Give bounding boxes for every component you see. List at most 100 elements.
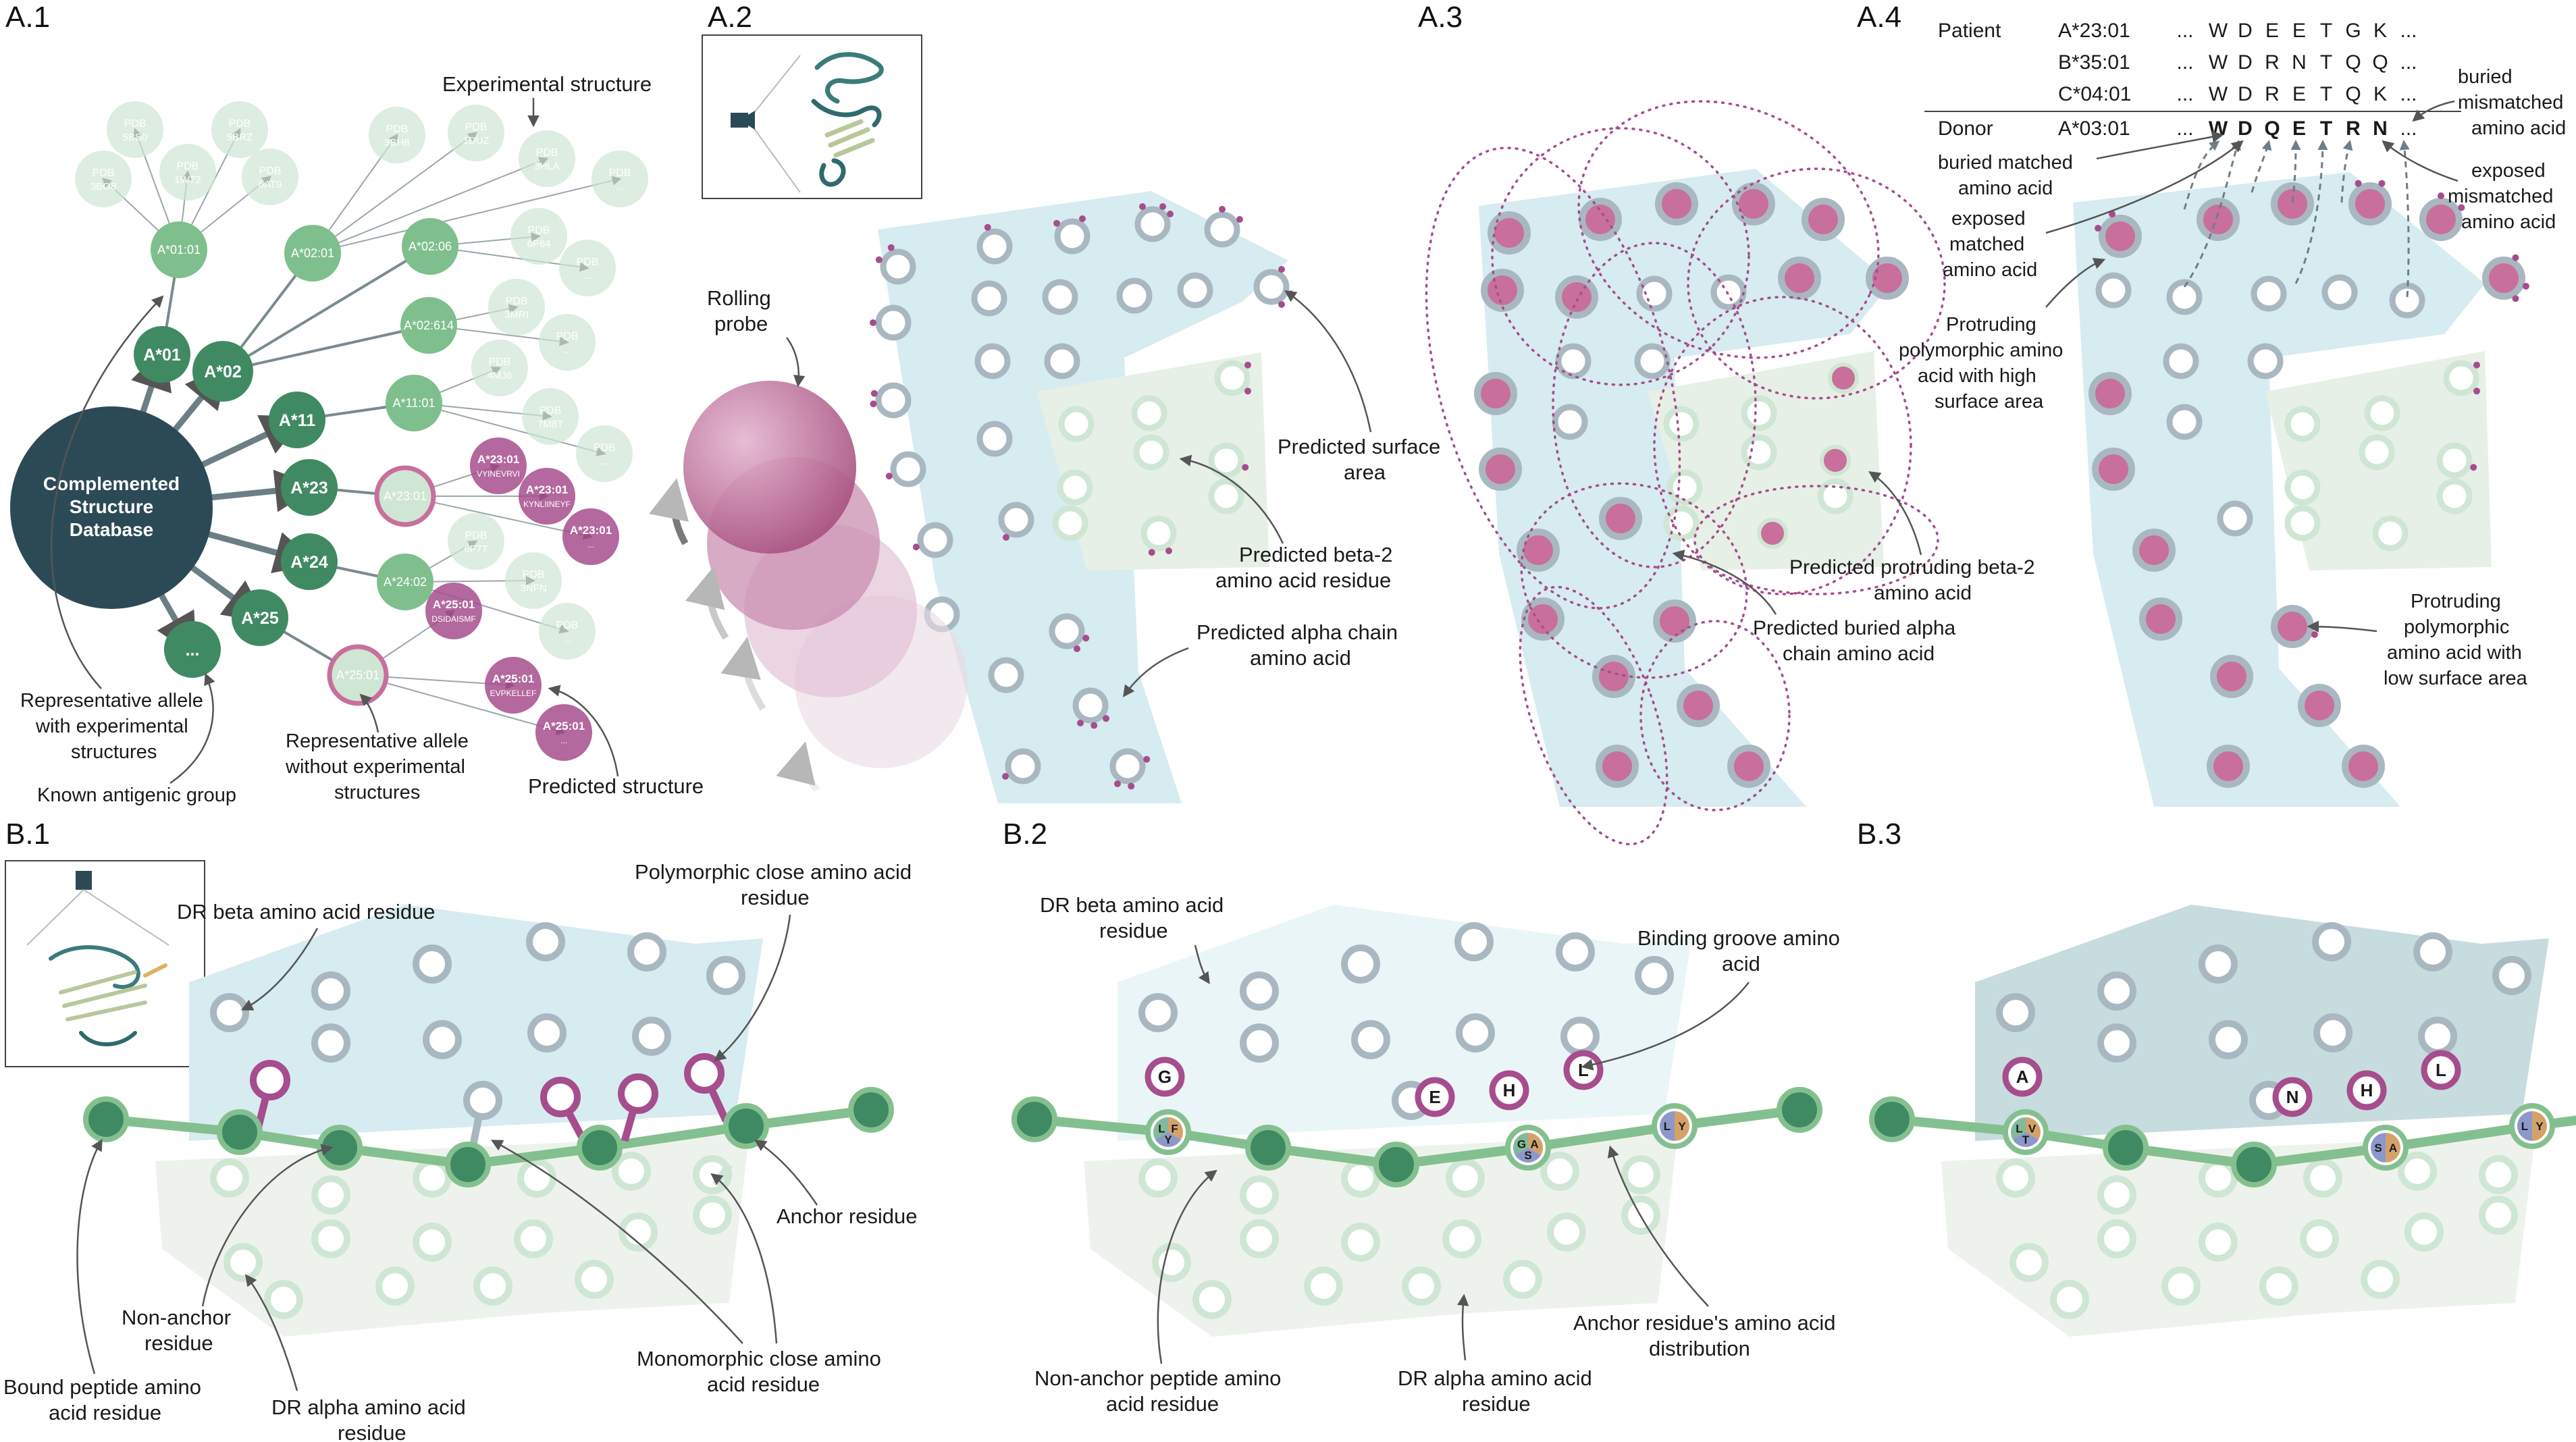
beta2-residue (1140, 515, 1177, 556)
allele-label: A*11:01 (393, 396, 436, 410)
surface-point (887, 244, 895, 251)
anchor-distribution-slice (2517, 1111, 2532, 1141)
protruding-beta2 (1757, 518, 1788, 549)
peptide-binding-panel (5, 860, 205, 1067)
a3-alpha-residue (1552, 404, 1588, 440)
pdb-node-pdb_a0101-2: PDB 3BO8 (75, 151, 132, 207)
groove-aa-letter: L (2436, 1060, 2446, 1080)
b2-non-anchor-pep-2: acid residue (1106, 1392, 1219, 1416)
dr-alpha-residue (2398, 1152, 2437, 1191)
peptide-circle (848, 1087, 894, 1133)
group-label: A*11 (279, 411, 315, 430)
protruding-residue (1727, 745, 1770, 788)
protruding-low-3: amino acid with (2387, 642, 2522, 664)
buried-residue (1634, 343, 1671, 379)
protruding-residue (1778, 257, 1821, 300)
node-label-top: PDB (540, 405, 562, 417)
node-label-bottom: 3BO8 (90, 181, 116, 192)
group-node-2: A*11 (269, 392, 325, 448)
node-label-top: PDB (506, 296, 528, 307)
a3-alpha-residue (1479, 448, 1522, 491)
a3-alpha-residue (1517, 529, 1560, 572)
patient-aa: Q (2345, 83, 2361, 105)
beta2-residue-ring (1208, 442, 1244, 479)
a3-alpha-residue (1727, 745, 1770, 788)
alpha-residue-ring (1134, 206, 1171, 242)
dr-beta-residue (1556, 932, 1595, 971)
alpha-label-1: Predicted alpha chain (1197, 620, 1398, 644)
anchor-aa-letter: G (1517, 1138, 1526, 1151)
a4-alpha-residue (2342, 745, 2385, 788)
dr-beta-residue (2413, 932, 2452, 971)
protruding-residue (1599, 497, 1642, 540)
node-label-bottom: 6F7T (464, 543, 488, 555)
protruding-residue (1579, 198, 1622, 241)
node-label-bottom: 1DUZ (463, 135, 489, 146)
protruding-residue (2197, 198, 2240, 241)
anchor-aa-letter: L (2016, 1123, 2022, 1136)
a4-alpha-residue (2163, 343, 2199, 379)
dr-alpha-residue (2479, 1196, 2518, 1235)
peptide-circle (723, 1103, 769, 1149)
edge-leaf-pdb_a0201-2 (312, 157, 549, 254)
buried-residue (1710, 274, 1747, 311)
beta2-residue (1208, 478, 1244, 514)
a3-alpha-residue (1866, 257, 1909, 300)
allele-node-7: A*25:01 (327, 644, 389, 706)
dr-alpha-residue (375, 1266, 415, 1306)
surface-point (1074, 645, 1080, 652)
allele-node-6: A*24:02 (377, 554, 433, 610)
group-circle (232, 589, 288, 646)
a3-alpha-residue (1555, 275, 1598, 319)
protrusion-panel: Predicted protruding beta-2 amino acid P… (1425, 100, 2035, 846)
surface-point (1278, 300, 1285, 308)
b2-groove-1: Binding groove amino (1637, 926, 1840, 950)
buried-alpha-label-1: Predicted buried alpha (1753, 617, 1956, 639)
a4-beta2-residue (2436, 478, 2473, 514)
a4-alpha-residue (2348, 180, 2392, 225)
surface-point (2470, 464, 2477, 471)
binding-groove-residue: E (1415, 1077, 1455, 1117)
buried-residue (2163, 343, 2199, 379)
node-label-top: PDB (93, 167, 115, 179)
a3-alpha-residue (1579, 198, 1622, 241)
dr-beta-region (189, 905, 763, 1141)
allele-circle (377, 554, 433, 610)
dr-alpha-residue (1304, 1266, 1343, 1306)
surface-point (912, 543, 920, 551)
alpha-residue-ring (1116, 277, 1153, 314)
panel-label-a1: A.1 (5, 1, 50, 34)
surface-point (1236, 216, 1243, 223)
protruding-residue (2092, 448, 2135, 491)
rep-without-label-2: without experimental (285, 756, 465, 778)
protruding-high-3: acid with high (1918, 365, 2036, 387)
alpha-chain-region-a4 (2073, 172, 2485, 807)
node-label-bottom: ... (563, 633, 572, 645)
surface-point (2458, 204, 2465, 211)
surface-point (2522, 282, 2529, 290)
group-circle (281, 459, 338, 516)
node-circle (369, 107, 425, 163)
allele-label: A*02:06 (409, 240, 452, 253)
node-label-bottom: ... (587, 540, 594, 550)
node-circle (75, 151, 132, 207)
alpha-residue (976, 223, 1013, 265)
a4-alpha-residue (2298, 684, 2341, 727)
a4-alpha-residue (2251, 275, 2287, 312)
alpha-chain-residues (870, 203, 1294, 790)
protruding-residue (2419, 198, 2463, 241)
node-circle (535, 704, 592, 761)
dr-alpha-residue (1402, 1266, 1441, 1306)
patient-aa: ... (2400, 20, 2417, 42)
surface-point (2438, 192, 2444, 199)
alpha-residue-ring (998, 502, 1034, 538)
node-label-bottom: 5BRZ (227, 132, 253, 143)
anchor-distribution-slice (2026, 1117, 2041, 1140)
camera-inset (702, 34, 922, 199)
alpha-residue (998, 502, 1034, 541)
surface-point (870, 319, 876, 326)
